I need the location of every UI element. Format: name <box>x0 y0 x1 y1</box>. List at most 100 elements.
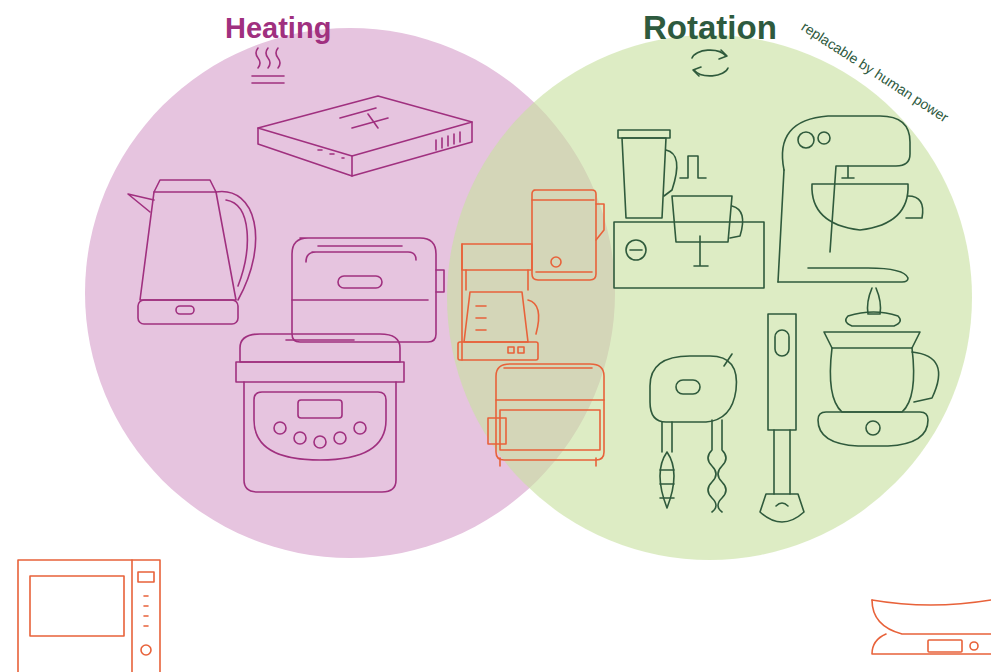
kettle-part <box>128 194 154 212</box>
multicooker-part <box>274 422 286 434</box>
heat-symbol-part <box>252 82 284 84</box>
set-title: Heating <box>225 12 331 45</box>
set-circle <box>447 35 972 560</box>
stand-mixer-part <box>778 268 908 282</box>
kettle-part <box>216 192 256 300</box>
kitchen-scale-part <box>872 600 991 634</box>
toaster-part <box>318 245 402 247</box>
kitchen-scale-part <box>872 634 991 654</box>
heat-symbol-part <box>252 75 284 77</box>
citrus-juicer-part <box>868 288 881 314</box>
rotation-symbol-part <box>719 50 727 59</box>
food-processor-part <box>694 236 708 266</box>
microwave-part <box>131 560 133 672</box>
milk-frother-part <box>551 257 561 267</box>
rotation-circle: Rotationreplacable by human power <box>447 35 972 560</box>
food-processor-part <box>730 206 743 238</box>
induction-hob-part <box>258 96 472 156</box>
stand-mixer-part <box>798 132 814 148</box>
kitchen-scale-part <box>928 640 962 652</box>
toaster <box>292 238 444 342</box>
air-fryer-part <box>500 410 600 450</box>
citrus-juicer-part <box>866 421 880 435</box>
immersion-blender-part <box>768 314 796 430</box>
heat-symbol <box>252 48 284 83</box>
microwave-part <box>138 572 154 582</box>
multicooker-part <box>240 334 400 362</box>
kettle-part <box>140 192 236 300</box>
air-fryer-part <box>496 399 604 401</box>
stand-mixer-part <box>812 184 908 230</box>
coffee-maker-part <box>466 270 528 290</box>
toaster-part <box>292 299 428 301</box>
toaster-part <box>436 270 444 292</box>
multicooker-part <box>236 362 404 382</box>
immersion-blender-part <box>775 330 789 356</box>
multicooker-part <box>354 422 366 434</box>
immersion-blender <box>760 314 804 522</box>
stand-mixer-part <box>782 116 910 252</box>
citrus-juicer <box>818 288 939 446</box>
kettle-part <box>154 180 216 192</box>
stand-mixer-part <box>842 166 854 178</box>
rotation-symbol-part <box>692 50 726 58</box>
milk-frother-part <box>532 190 596 280</box>
kettle-part <box>138 300 238 324</box>
hand-mixer-part <box>676 380 700 394</box>
heat-symbol-part <box>266 48 270 68</box>
food-processor-part <box>626 240 646 260</box>
kettle-part <box>176 306 194 314</box>
microwave-part <box>144 596 148 626</box>
kitchen-scale <box>872 600 991 654</box>
toaster-part <box>306 252 416 262</box>
hand-mixer-part <box>660 470 674 498</box>
food-processor <box>614 130 764 288</box>
multicooker-part <box>294 432 306 444</box>
coffee-maker-part <box>476 306 486 330</box>
citrus-juicer-part <box>846 312 901 326</box>
induction-hob-part <box>340 108 388 128</box>
stand-mixer-part <box>906 196 923 218</box>
hand-mixer-part <box>650 356 736 422</box>
food-processor-part <box>664 150 677 196</box>
heat-symbol-part <box>276 48 280 68</box>
stand-mixer-part <box>818 132 830 144</box>
kettle <box>128 180 256 324</box>
hand-mixer-part <box>708 420 716 512</box>
milk-frother-part <box>532 199 594 201</box>
food-processor-part <box>630 249 642 251</box>
rotation-symbol-part <box>693 67 701 76</box>
induction-hob-part <box>258 128 352 176</box>
citrus-juicer-part <box>830 348 913 412</box>
air-fryer-part <box>496 364 604 460</box>
coffee-maker-part <box>458 342 538 360</box>
food-processor-part <box>618 130 670 138</box>
food-processor-part <box>622 138 666 218</box>
microwave <box>18 560 160 672</box>
microwave-part <box>18 560 160 672</box>
microwave-part <box>141 645 151 655</box>
set-title: Rotation <box>643 9 777 47</box>
citrus-juicer-part <box>912 352 939 402</box>
toaster-part <box>338 276 382 288</box>
immersion-blender-part <box>760 494 804 522</box>
induction-hob <box>258 96 472 176</box>
induction-hob-part <box>318 150 344 158</box>
air-fryer <box>488 364 604 466</box>
circle-outline <box>447 35 972 560</box>
milk-frother-part <box>536 271 592 273</box>
milk-frother <box>532 190 604 280</box>
microwave-part <box>30 576 124 636</box>
hand-mixer-part <box>724 354 732 366</box>
air-fryer-part <box>504 367 592 369</box>
multicooker-part <box>244 382 396 492</box>
food-processor-part <box>672 196 732 242</box>
coffee-maker-part <box>462 244 532 270</box>
immersion-blender-part <box>774 430 790 494</box>
hand-mixer <box>650 354 736 512</box>
milk-frother-part <box>596 204 604 240</box>
coffee-maker <box>458 244 539 360</box>
toaster-part <box>292 238 436 342</box>
multicooker-part <box>254 392 386 460</box>
